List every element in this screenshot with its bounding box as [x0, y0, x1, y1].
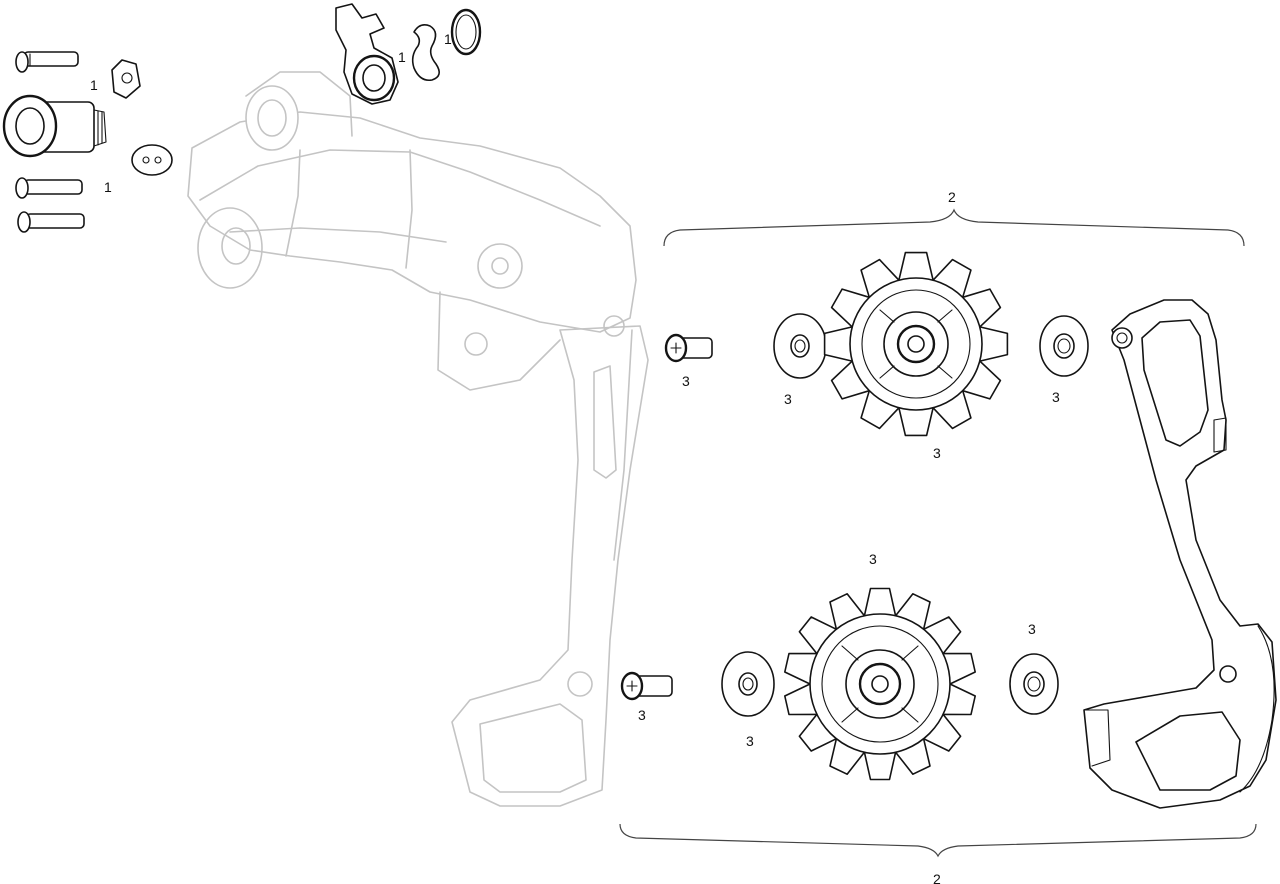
upper-washer-left	[773, 313, 827, 379]
lower-pulley-wheel	[784, 587, 976, 781]
mount-hardware-kit: 1 1	[2, 51, 173, 233]
mount-bolt-bottom	[17, 211, 85, 233]
lower-washer-right	[1009, 653, 1059, 715]
brace-lower-group	[619, 823, 1257, 858]
callout-lower-pulley: 3	[869, 551, 877, 567]
callout-hanger-parts-a: 1	[398, 49, 406, 65]
callout-upper-washer-left: 3	[784, 391, 792, 407]
mount-bolt-top	[15, 51, 79, 73]
callout-cage-upper: 2	[948, 189, 956, 205]
hanger-bracket	[335, 3, 399, 105]
callout-upper-washer-right: 3	[1052, 389, 1060, 405]
b-knuckle-nut	[111, 59, 141, 99]
callout-hanger-parts-b: 1	[444, 31, 452, 47]
cable-clip	[411, 24, 440, 82]
callout-upper-bolt: 3	[682, 373, 690, 389]
callout-upper-pulley: 3	[933, 445, 941, 461]
upper-washer-right	[1039, 315, 1089, 377]
callout-lower-washer-left: 3	[746, 733, 754, 749]
callout-bolts: 1	[104, 179, 112, 195]
hanger-bushing	[2, 94, 107, 158]
mount-bolt-middle	[15, 177, 83, 199]
upper-pulley-wheel	[823, 251, 1009, 437]
hanger-parts-kit: 1 1	[335, 3, 482, 105]
lower-pulley-bolt	[620, 671, 673, 701]
callout-lower-bolt: 3	[638, 707, 646, 723]
brace-upper-group	[663, 208, 1245, 247]
callout-mount-hardware: 1	[90, 77, 98, 93]
o-ring	[450, 8, 482, 56]
derailleur-body-ghost	[187, 71, 649, 807]
callout-lower-washer-right: 3	[1028, 621, 1036, 637]
inner-cage-plate	[1083, 299, 1277, 809]
upper-pulley-bolt	[664, 333, 713, 363]
lower-washer-left	[721, 651, 775, 717]
callout-cage-lower: 2	[933, 871, 941, 884]
small-spacer-washer	[131, 144, 173, 176]
